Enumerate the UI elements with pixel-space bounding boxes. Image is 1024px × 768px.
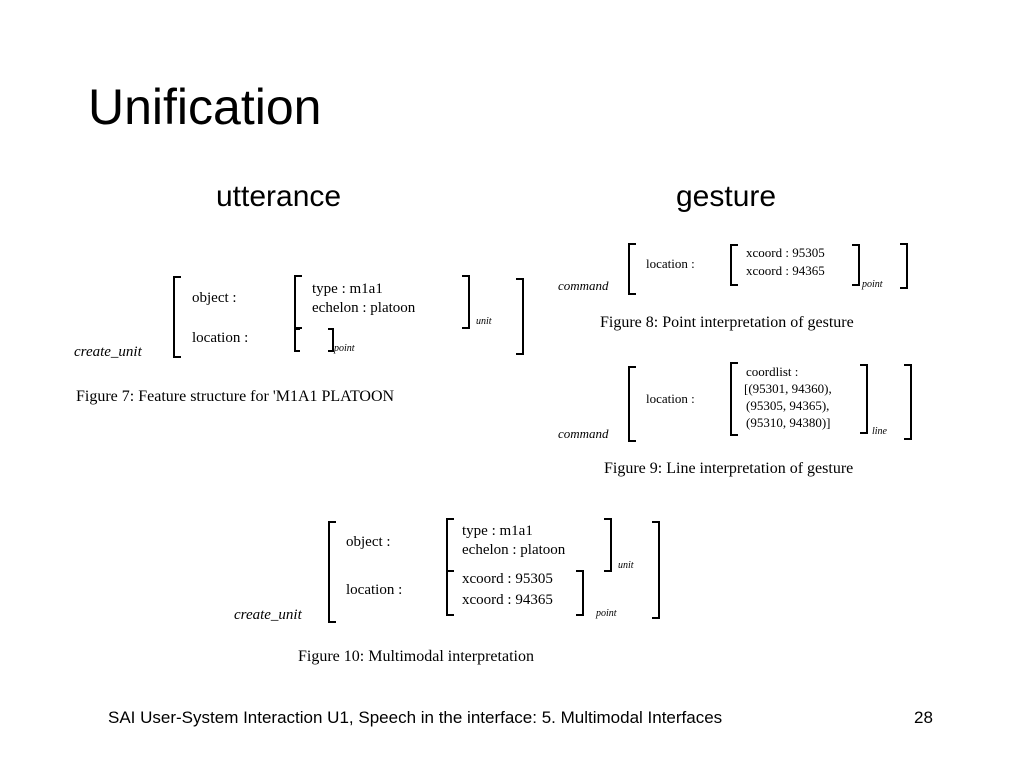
fig9-caption: Figure 9: Line interpretation of gesture xyxy=(604,460,854,477)
fig10-location-key: location : xyxy=(346,582,403,598)
fig9-coord-line-1: [(95301, 94360), xyxy=(744,381,832,396)
fig9-head: command xyxy=(558,426,609,441)
fig10-point-sub: point xyxy=(596,608,617,619)
fig10-inner-right-bracket xyxy=(604,518,612,572)
fig10-y-line: xcoord : 94365 xyxy=(462,592,553,608)
fig10-caption: Figure 10: Multimodal interpretation xyxy=(298,648,534,665)
fig8-y-line: xcoord : 94365 xyxy=(746,263,825,278)
fig10-unit-sub: unit xyxy=(618,560,634,571)
fig7-unit-sub: unit xyxy=(476,316,492,327)
slide-title: Unification xyxy=(88,79,322,135)
fig9-line-sub: line xyxy=(872,426,887,437)
fig9-coord-line-3: (95310, 94380)] xyxy=(746,415,831,430)
fig9-outer-left-bracket xyxy=(628,366,636,442)
page-number: 28 xyxy=(914,708,933,727)
fig7-head: create_unit xyxy=(74,344,142,360)
fig10-point-left-bracket xyxy=(446,570,454,616)
fig10-head: create_unit xyxy=(234,607,302,623)
fig8-inner-left-bracket xyxy=(730,244,738,286)
utterance-label: utterance xyxy=(216,180,342,213)
fig7-point-sub: point xyxy=(334,343,355,354)
fig8-caption: Figure 8: Point interpretation of gestur… xyxy=(600,314,854,331)
fig10-x-line: xcoord : 95305 xyxy=(462,571,553,587)
fig7-outer-left-bracket xyxy=(173,276,181,358)
fig7-location-key: location : xyxy=(192,330,249,346)
fig8-outer-right-bracket xyxy=(900,243,908,289)
fig7-inner-right-bracket xyxy=(462,275,470,329)
fig9-location-key: location : xyxy=(646,391,695,406)
fig10-outer-left-bracket xyxy=(328,521,336,623)
fig7-type-line: type : m1a1 xyxy=(312,281,383,297)
fig8-point-sub: point xyxy=(862,279,883,290)
fig7-point-left-bracket xyxy=(294,328,300,352)
fig9-outer-right-bracket xyxy=(904,364,912,440)
fig9-inner-left-bracket xyxy=(730,362,738,436)
fig10-object-key: object : xyxy=(346,534,391,550)
fig8-inner-right-bracket xyxy=(852,244,860,286)
fig7-outer-right-bracket xyxy=(516,278,524,355)
fig9-coord-label: coordlist : xyxy=(746,364,799,379)
slide-footer: SAI User-System Interaction U1, Speech i… xyxy=(108,708,723,727)
fig7-inner-left-bracket xyxy=(294,275,302,329)
fig10-point-right-bracket xyxy=(576,570,584,616)
fig7-caption: Figure 7: Feature structure for 'M1A1 PL… xyxy=(76,388,395,405)
fig8-head: command xyxy=(558,278,609,293)
fig10-inner-left-bracket xyxy=(446,518,454,572)
fig8-location-key: location : xyxy=(646,256,695,271)
fig8-outer-left-bracket xyxy=(628,243,636,295)
fig7-echelon-line: echelon : platoon xyxy=(312,300,416,316)
fig9-inner-right-bracket xyxy=(860,364,868,434)
fig7-point-right-bracket xyxy=(328,328,334,352)
fig10-outer-right-bracket xyxy=(652,521,660,619)
fig10-type-line: type : m1a1 xyxy=(462,523,533,539)
fig10-echelon-line: echelon : platoon xyxy=(462,542,566,558)
fig8-x-line: xcoord : 95305 xyxy=(746,245,825,260)
gesture-label: gesture xyxy=(676,180,777,213)
fig7-object-key: object : xyxy=(192,290,237,306)
fig9-coord-line-2: (95305, 94365), xyxy=(746,398,830,413)
